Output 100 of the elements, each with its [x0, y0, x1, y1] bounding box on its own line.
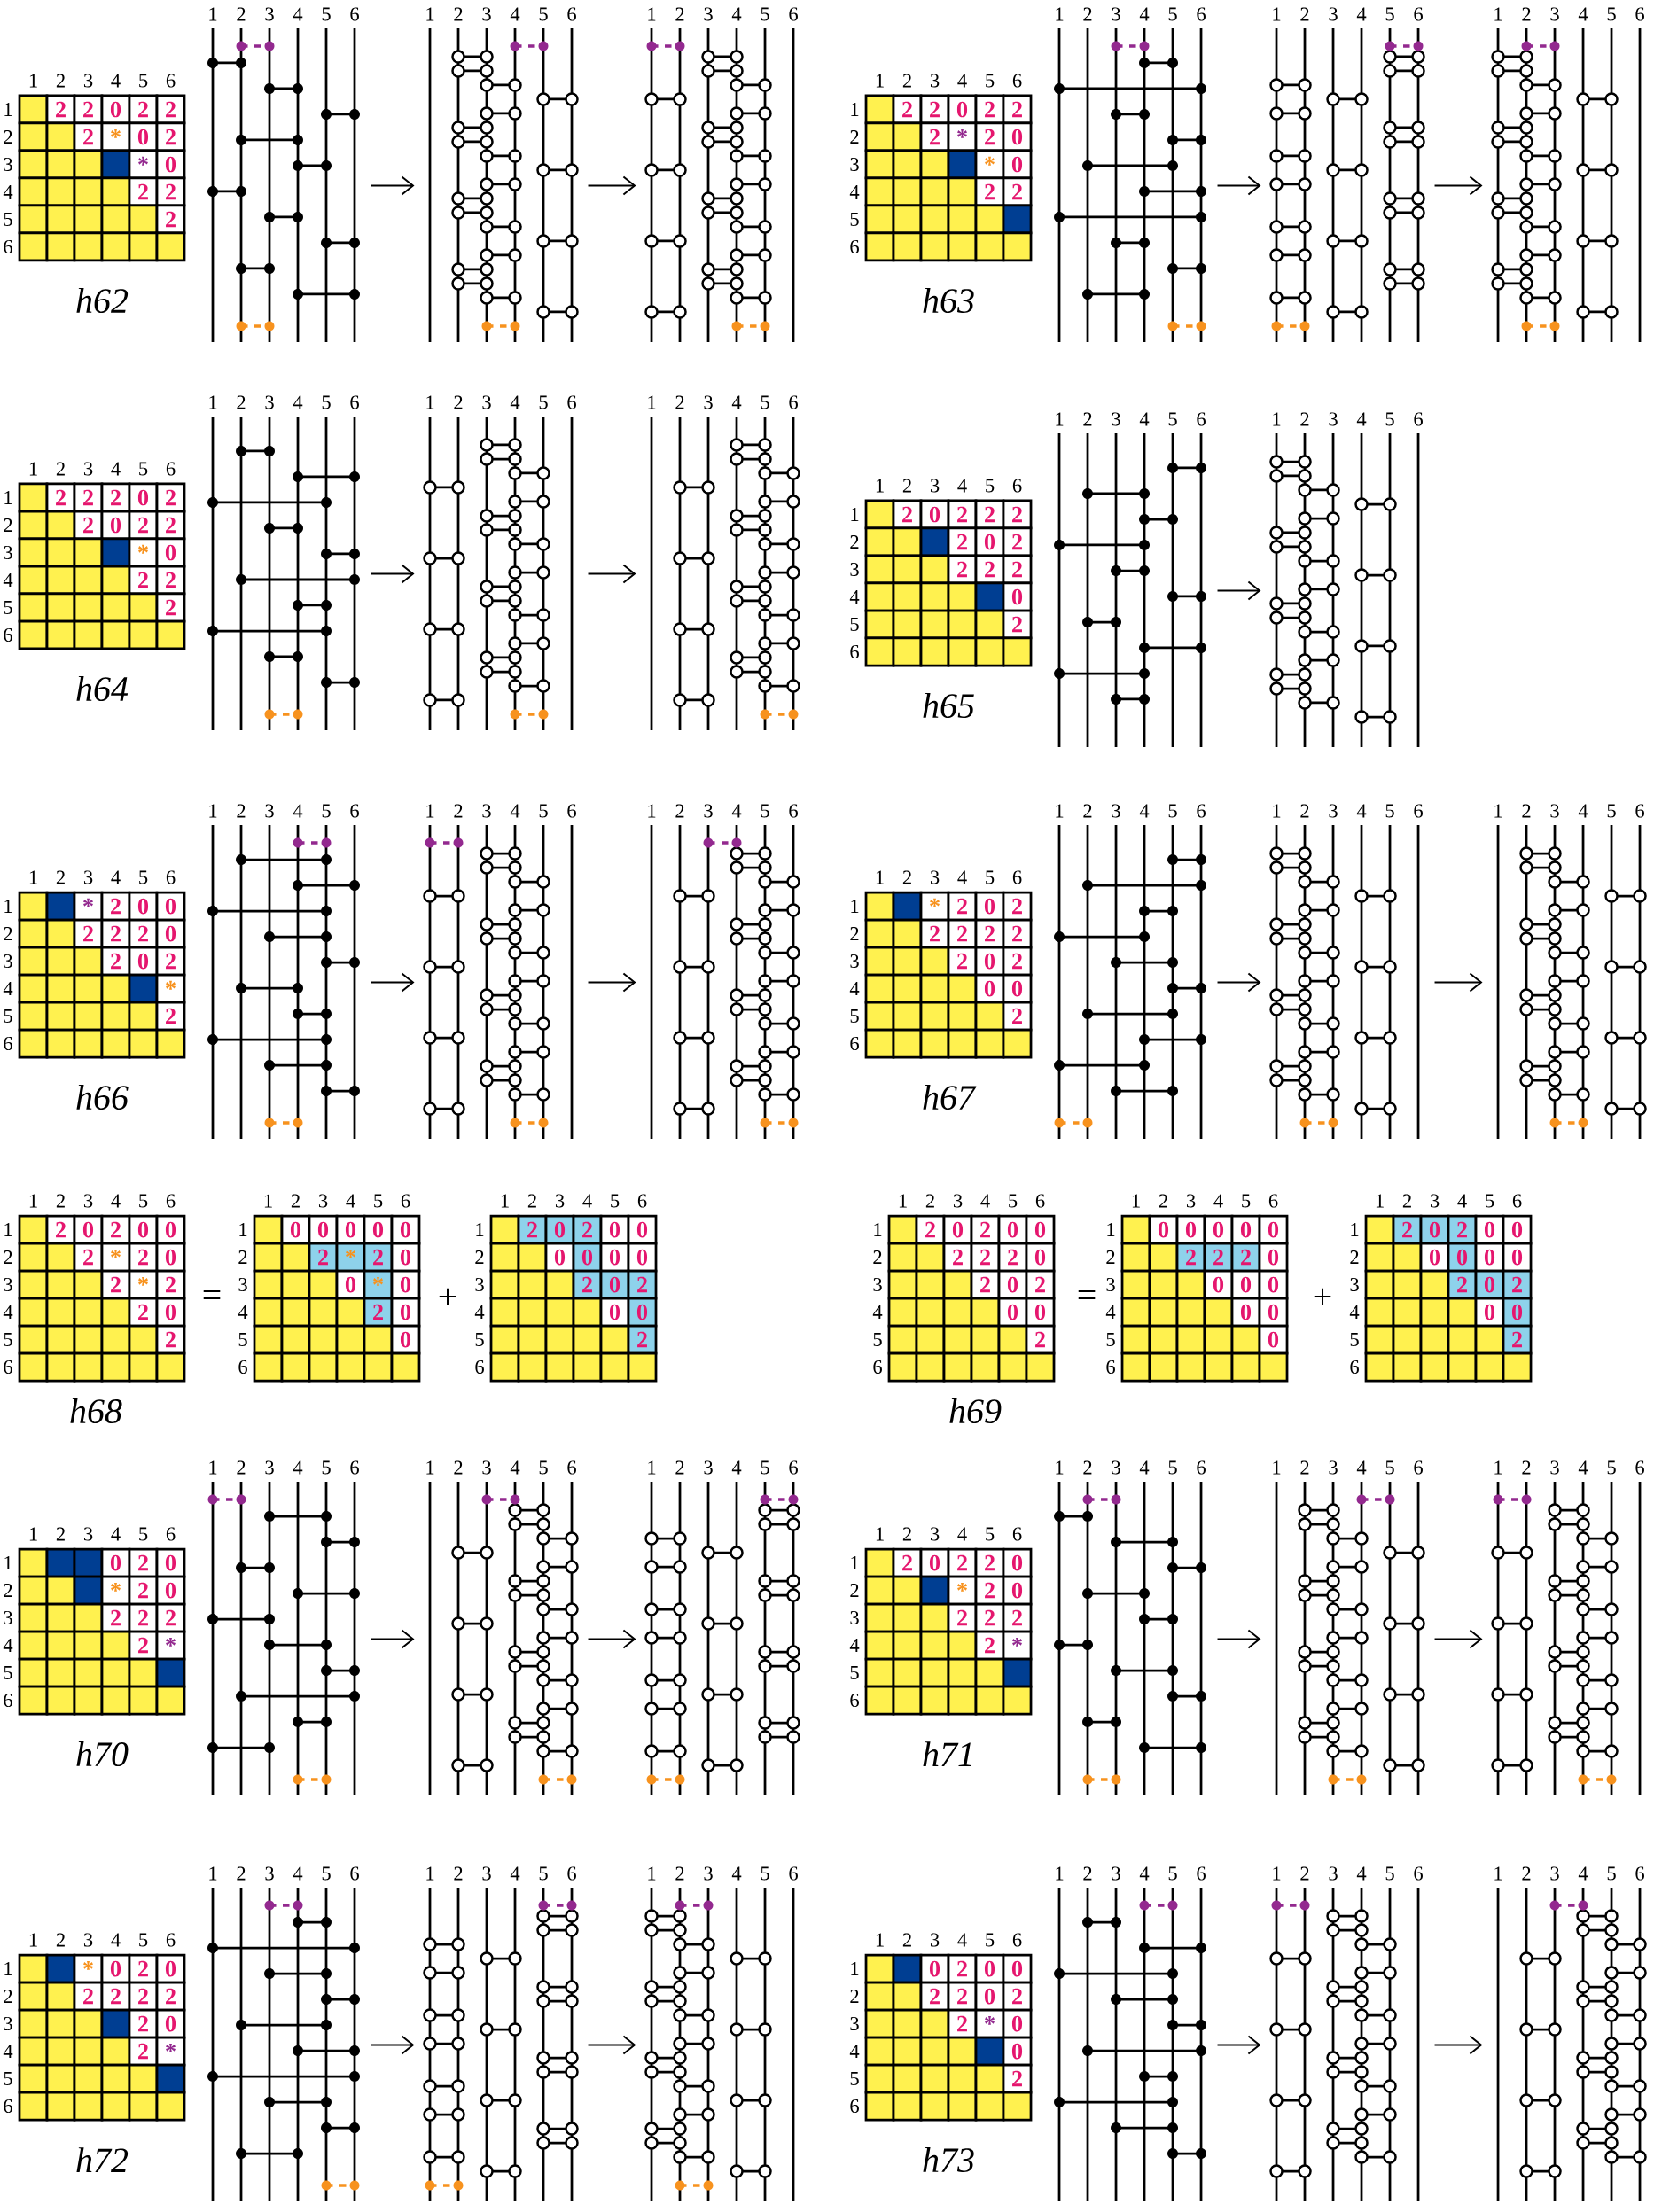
- matrix-name: h68: [70, 1398, 122, 1424]
- arrow: [587, 564, 636, 584]
- row-number: 4: [849, 185, 860, 199]
- matrix-cell: 2: [155, 510, 186, 541]
- column-number: 2: [1083, 412, 1092, 426]
- column-number: 5: [1242, 1194, 1251, 1208]
- plus-sign: +: [1314, 1288, 1331, 1305]
- wiring-drawing: [1269, 825, 1420, 1139]
- matrix-cell: 2: [892, 499, 923, 530]
- column-number: 5: [986, 1527, 995, 1541]
- column-number: 4: [731, 7, 742, 21]
- column-number: 5: [322, 804, 331, 818]
- column-number: 5: [1168, 1866, 1177, 1881]
- column-number: 6: [1635, 1460, 1644, 1475]
- column-number: 3: [83, 1194, 93, 1208]
- column-number: 5: [1385, 1866, 1394, 1881]
- row-number: 5: [4, 601, 12, 614]
- column-number: 3: [1112, 412, 1120, 426]
- column-number: 1: [209, 1866, 217, 1881]
- column-number: 4: [731, 1460, 742, 1475]
- row-number: 1: [4, 1223, 12, 1236]
- matrix-cell: 2: [1025, 1269, 1056, 1300]
- column-number: 2: [1522, 1460, 1531, 1475]
- row-number: 6: [4, 2099, 12, 2114]
- column-number: 1: [1273, 412, 1281, 426]
- matrix-cell: 0: [1002, 2008, 1033, 2039]
- column-number: 3: [1550, 1866, 1559, 1881]
- matrix-cell: 2: [974, 554, 1005, 585]
- row-number: 2: [4, 1250, 12, 1264]
- matrix-cell: 0: [1002, 2036, 1033, 2067]
- wiring-drawing: [650, 825, 800, 1139]
- matrix-cell: 2: [45, 94, 76, 125]
- matrix-cell: 0: [1002, 1575, 1033, 1606]
- row-number: 4: [3, 2045, 13, 2058]
- matrix-cell: 0: [1025, 1214, 1056, 1245]
- column-number: 5: [761, 1460, 769, 1475]
- row-number: 5: [850, 213, 859, 226]
- column-number: 4: [1356, 1460, 1367, 1475]
- column-number: 3: [1112, 804, 1120, 818]
- row-number: 2: [1106, 1250, 1115, 1264]
- column-number: 1: [426, 1460, 434, 1475]
- row-number: 4: [474, 1305, 485, 1319]
- wiring-drawing: [1491, 1482, 1642, 1796]
- column-number: 2: [1300, 1866, 1309, 1881]
- column-number: 6: [567, 7, 576, 21]
- matrix-cell: 0: [390, 1269, 421, 1300]
- row-number: 6: [4, 1693, 12, 1708]
- column-number: 2: [237, 804, 246, 818]
- column-number: 1: [1376, 1194, 1384, 1208]
- column-number: 1: [1056, 412, 1064, 426]
- row-number: 6: [1350, 1359, 1359, 1375]
- row-number: 5: [873, 1333, 882, 1346]
- row-number: 6: [850, 1693, 859, 1708]
- matrix-cell: 0: [1502, 1214, 1533, 1245]
- column-number: 2: [902, 74, 911, 88]
- matrix-cell: 2: [155, 1981, 186, 2012]
- column-number: 5: [1009, 1194, 1018, 1208]
- matrix-name: h65: [923, 692, 974, 719]
- column-number: 1: [29, 1527, 37, 1541]
- matrix-cell: 0: [155, 537, 186, 568]
- wiring-drawing: [207, 1888, 360, 2202]
- row-number: 5: [850, 2072, 859, 2085]
- row-number: 6: [4, 1359, 12, 1375]
- matrix-cell: 2: [1025, 1324, 1056, 1355]
- column-number: 6: [789, 1866, 798, 1881]
- matrix-cell: 2: [1002, 918, 1033, 949]
- column-number: 3: [930, 870, 940, 884]
- wiring-drawing: [1275, 1482, 1425, 1796]
- column-number: 1: [209, 395, 217, 409]
- column-number: 3: [265, 1866, 274, 1881]
- column-number: 2: [527, 1194, 536, 1208]
- column-number: 4: [957, 479, 967, 493]
- column-number: 6: [1635, 1866, 1644, 1881]
- column-number: 5: [322, 395, 331, 409]
- column-number: 5: [539, 395, 548, 409]
- column-number: 2: [454, 395, 463, 409]
- column-number: 4: [957, 74, 967, 88]
- matrix-cell: *: [974, 149, 1005, 180]
- row-number: 2: [4, 518, 12, 532]
- matrix-cell: 0: [390, 1214, 421, 1245]
- row-number: 3: [850, 562, 859, 577]
- column-number: 1: [1494, 804, 1502, 818]
- column-number: 3: [704, 1866, 713, 1881]
- arrow: [1433, 972, 1483, 993]
- matrix-cell: 0: [1502, 1242, 1533, 1273]
- matrix-cell: 0: [100, 94, 131, 125]
- matrix-cell: *: [1002, 1630, 1033, 1661]
- column-number: 1: [648, 1460, 656, 1475]
- column-number: 5: [322, 7, 331, 21]
- column-number: 4: [1139, 7, 1150, 21]
- matrix-cell: 0: [390, 1242, 421, 1273]
- column-number: 3: [1112, 1866, 1120, 1881]
- row-number: 4: [238, 1305, 248, 1319]
- column-number: 4: [582, 1194, 592, 1208]
- row-number: 1: [851, 508, 859, 521]
- column-number: 2: [675, 1460, 684, 1475]
- row-number: 6: [1106, 1359, 1115, 1375]
- column-number: 5: [139, 462, 148, 476]
- row-number: 4: [3, 185, 13, 199]
- column-number: 6: [1197, 7, 1206, 21]
